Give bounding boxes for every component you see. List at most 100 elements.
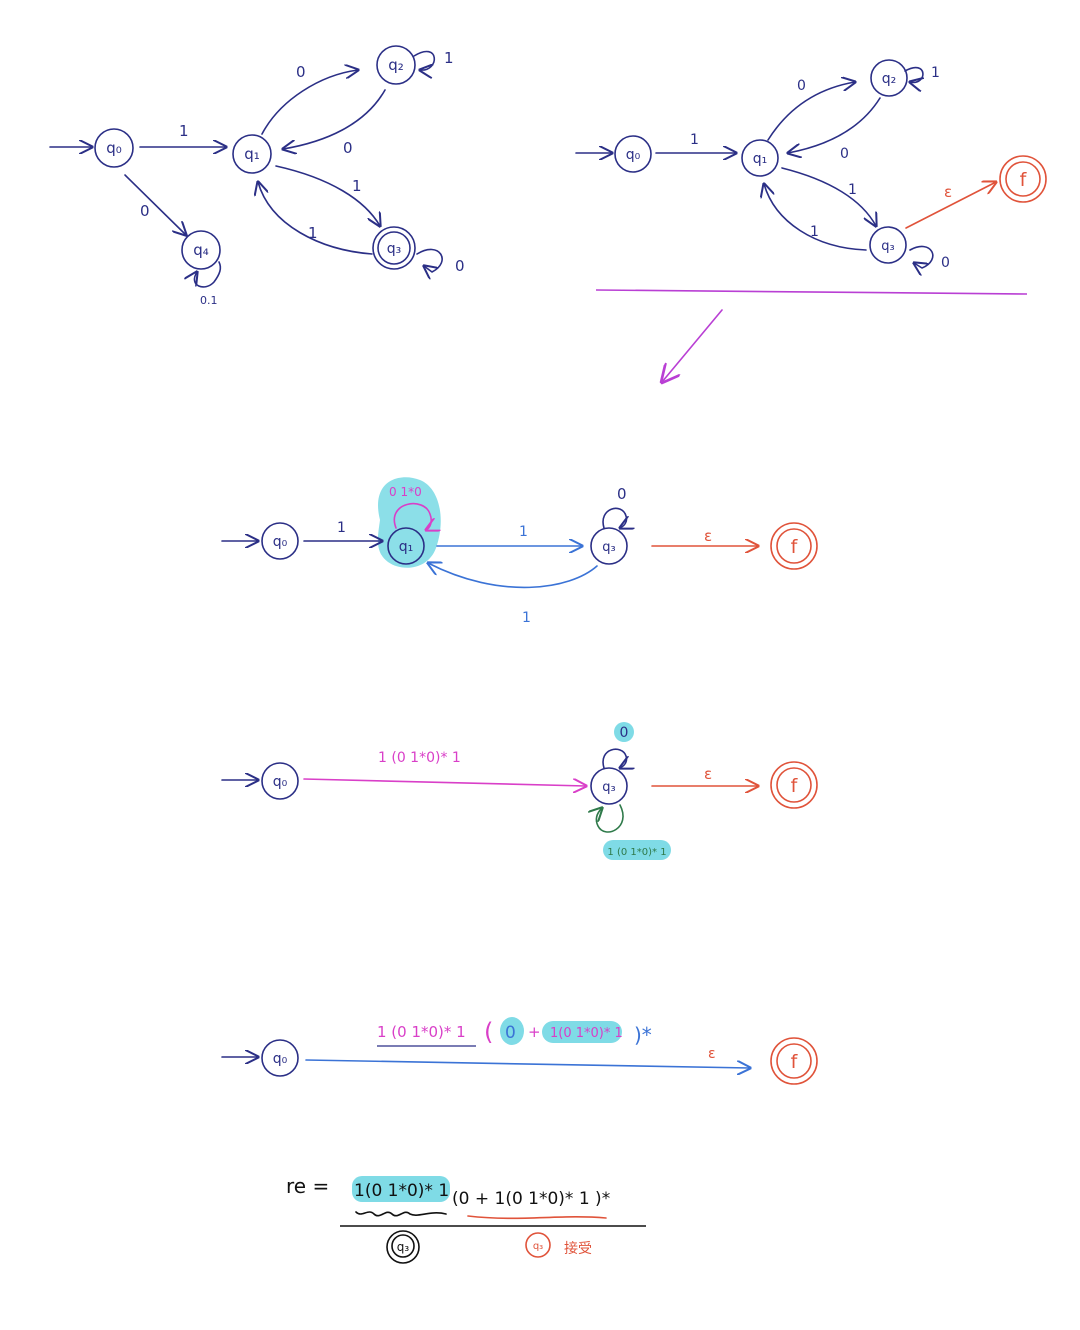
- stage2-loop-q2: [904, 66, 923, 83]
- stage2-state-q3: [869, 226, 907, 264]
- stage3-q3-label: q₃: [602, 540, 615, 555]
- stage1-edge-q0-q1-label: 1: [179, 122, 189, 140]
- stage1-q1-label: q₁: [244, 145, 260, 163]
- stage3-loop-q1: [393, 502, 431, 530]
- stage1-loop-q3-label: 0: [455, 257, 465, 275]
- stage4-state-final-outer: [770, 761, 818, 809]
- stage5-state-q0: [261, 1039, 299, 1077]
- stage4-q3-label: q₃: [602, 780, 615, 795]
- stage1-edge-q2-q1-label: 0: [343, 139, 353, 157]
- stage4-state-final-inner: [776, 767, 812, 803]
- stage1-edge-q1-q2-label: 0: [296, 63, 306, 81]
- stage1-state-q3-accept-outer: [372, 226, 416, 270]
- stage3-state-final-outer: [770, 522, 818, 570]
- stage2-edge-q0-q1-label: 1: [690, 132, 699, 148]
- stage4-edge-q0-q3: [303, 778, 586, 786]
- stage2-state-q0: [614, 135, 652, 173]
- stage1-edge-q1-q2: [261, 70, 358, 135]
- stage1-state-q4: [181, 230, 221, 270]
- stage2-state-final-inner: [1005, 161, 1041, 197]
- stage3-q0-label: q₀: [273, 534, 288, 550]
- stage2-loop-q3: [909, 245, 934, 268]
- stage5-state-final-outer: [770, 1037, 818, 1085]
- stage3-state-q0: [261, 522, 299, 560]
- stage1-state-q3-accept-inner: [377, 231, 411, 265]
- stage4-bottom-loop-highlight: [603, 840, 671, 860]
- stage3-loop-q1-label: 0 1*0: [389, 485, 422, 499]
- stage1-loop-q4: [194, 261, 222, 288]
- stage4-eliminate-q1: q₀ q₃ 0 1 (0 1*0)* 1 f 1 (0 1*0)* 1 ε: [221, 722, 818, 860]
- stage5-edge-q0-f: [305, 1059, 750, 1068]
- stage2-edge-q2-q1-label: 0: [840, 146, 849, 162]
- stage1-q4-label: q₄: [193, 241, 209, 259]
- stage4-loop-q3-top-label: 0: [620, 725, 629, 741]
- stage2-edge-q1-q2-label: 0: [797, 78, 806, 94]
- stage2-state-q2: [870, 59, 908, 97]
- stage2-edge-q3-f-label: ε: [944, 183, 952, 201]
- stage3-edge-q3-q1-label: 1: [522, 610, 531, 626]
- stage2-state-q1: [741, 139, 779, 177]
- next-step-arrow: [662, 309, 723, 382]
- stage5-eps-label: ε: [708, 1046, 716, 1062]
- stage5-inner: 1(0 1*0)* 1: [550, 1026, 623, 1041]
- stage3-edge-q3-q1: [428, 563, 598, 589]
- final-note-accept-state: q₃: [533, 1241, 543, 1252]
- stage4-loop-highlight: [614, 722, 634, 742]
- final-regex: re = 1(0 1*0)* 1 (0 + 1(0 1*0)* 1 )* q₃ …: [286, 1174, 646, 1264]
- stage2-edge-q1-q3: [781, 167, 876, 226]
- stage1-edge-q2-q1: [283, 89, 386, 149]
- stage1-edge-q1-q3: [275, 165, 380, 226]
- stage1-edge-q1-q3-label: 1: [352, 177, 362, 195]
- final-part2-underline: [467, 1215, 607, 1220]
- stage1-q2-label: q₂: [388, 56, 404, 74]
- stage1-edge-q3-q1-label: 1: [308, 224, 318, 242]
- divider-line: [595, 289, 1028, 295]
- stage1-dfa: q₀ q₁ q₂ q₃ q₄ 1 0 0.1 0 0 1 1 1 0: [49, 45, 465, 307]
- stage2-edge-q3-q1-label: 1: [810, 224, 819, 240]
- stage5-q0-label: q₀: [273, 1051, 288, 1067]
- stage2-dfa-with-final: q₀ q₁ q₂ q₃ f 1 0 0 1 1 1 0 ε: [575, 59, 1047, 271]
- final-note-state: q₃: [397, 1240, 410, 1254]
- stage2-loop-q2-label: 1: [931, 65, 940, 81]
- stage3-state-q3: [590, 527, 628, 565]
- stage1-loop-q4-label: 0.1: [200, 294, 218, 307]
- stage3-final-label: f: [791, 536, 799, 558]
- stage5-inner-highlight: [542, 1021, 622, 1043]
- stage1-q0-label: q₀: [106, 139, 122, 157]
- stage4-edge-q3-f-label: ε: [704, 765, 712, 783]
- final-note-state-inner: [391, 1234, 415, 1258]
- stage4-state-q3: [590, 767, 628, 805]
- stage1-loop-q2: [413, 50, 436, 71]
- stage5-open-paren: (: [484, 1018, 493, 1046]
- final-part1-highlight: [352, 1176, 450, 1202]
- stage2-loop-q3-label: 0: [941, 255, 950, 271]
- stage4-loop-q3-bottom-label: 1 (0 1*0)* 1: [607, 847, 666, 858]
- stage1-edge-q0-q4: [124, 174, 186, 235]
- stage5-eliminate-q3: q₀ f ε 1 (0 1*0)* 1 ( 0 + 1(0 1*0)* 1 )*: [221, 1017, 818, 1085]
- stage2-state-final-outer: [999, 155, 1047, 203]
- final-part2: (0 + 1(0 1*0)* 1 )*: [452, 1189, 610, 1209]
- stage2-final-label: f: [1020, 169, 1028, 191]
- stage2-edge-q1-q2: [767, 82, 855, 141]
- stage3-edge-q1-q3-label: 1: [519, 524, 528, 540]
- stage5-state-final-inner: [776, 1043, 812, 1079]
- stage2-q0-label: q₀: [626, 147, 641, 163]
- stage5-plus: +: [528, 1023, 541, 1041]
- final-part1: 1(0 1*0)* 1: [354, 1181, 449, 1201]
- stage3-loop-q3-label: 0: [617, 485, 627, 503]
- stage1-edge-q0-q4-label: 0: [140, 202, 150, 220]
- final-lhs: re =: [286, 1174, 329, 1198]
- stage3-state-final-inner: [776, 528, 812, 564]
- stage1-q3-label: q₃: [387, 241, 402, 257]
- stage2-edge-q2-q1: [788, 97, 881, 153]
- stage3-q1-label: q₁: [399, 539, 414, 555]
- final-note-accept-circle: [525, 1232, 551, 1258]
- stage2-q3-label: q₃: [881, 239, 894, 254]
- stage3-q1-highlight: [377, 477, 441, 568]
- stage3-state-q1: [387, 527, 425, 565]
- stage4-edge-q0-q3-label: 1 (0 1*0)* 1: [378, 750, 461, 766]
- stage2-q2-label: q₂: [882, 71, 897, 87]
- stage5-expr-part1: 1 (0 1*0)* 1: [377, 1023, 466, 1041]
- stage5-close-star: )*: [634, 1023, 652, 1047]
